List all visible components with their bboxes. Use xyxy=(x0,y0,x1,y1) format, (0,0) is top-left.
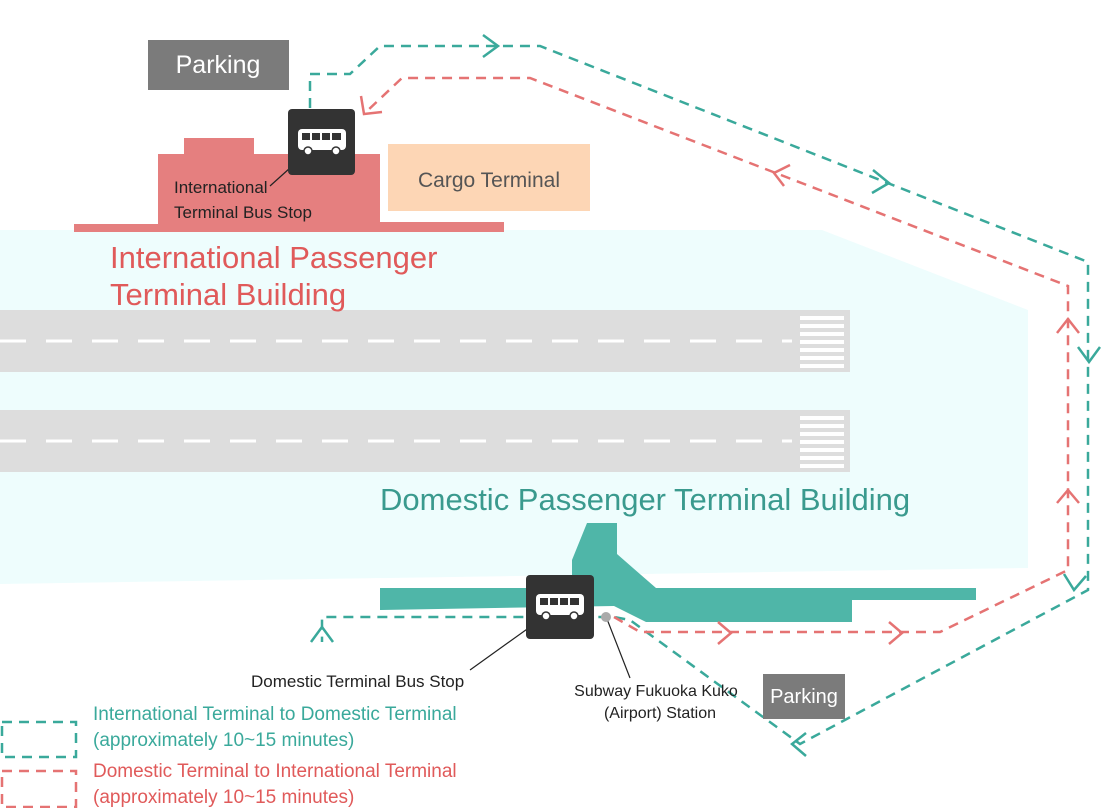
route-intl-to-domestic-arrow xyxy=(1062,573,1087,593)
legend-label-line2: (approximately 10~15 minutes) xyxy=(93,787,354,808)
domestic-bus-stop-sign[interactable] xyxy=(526,575,594,639)
legend: International Terminal to Domestic Termi… xyxy=(0,704,457,808)
route-intl-to-domestic-arrow xyxy=(871,169,892,195)
route-domestic-to-intl-arrow xyxy=(1056,488,1080,504)
bus-icon xyxy=(298,129,346,156)
route-intl-to-domestic-arrow xyxy=(309,624,335,643)
runway-lower xyxy=(0,410,850,472)
parking-bottom-label: Parking xyxy=(770,686,838,708)
route-domestic-to-intl-arrow xyxy=(888,621,904,645)
subway-station-leader xyxy=(606,618,631,679)
intl-bus-stop-label-line1: International xyxy=(174,178,268,197)
route-domestic-to-intl-arrow xyxy=(359,95,383,116)
route-intl-to-domestic-arrow xyxy=(790,732,807,757)
route-intl-to-domestic-arrow xyxy=(1076,346,1102,365)
legend-label-line1: International Terminal to Domestic Termi… xyxy=(93,704,457,725)
route-intl-to-domestic-arrow xyxy=(482,33,501,59)
subway-station-label-line2: (Airport) Station xyxy=(604,705,716,722)
station-dot-icon[interactable] xyxy=(601,612,611,622)
route-domestic-to-intl-arrow xyxy=(1056,316,1080,334)
domestic-bus-stop-label: Domestic Terminal Bus Stop xyxy=(251,672,464,691)
intl-bus-stop-label-line2: Terminal Bus Stop xyxy=(174,203,312,222)
domestic-building-title: Domestic Passenger Terminal Building xyxy=(380,482,910,517)
route-domestic-to-intl-arrow xyxy=(717,621,733,645)
legend-label-line1: Domestic Terminal to International Termi… xyxy=(93,761,457,782)
subway-station-label-line1: Subway Fukuoka Kuko xyxy=(574,683,738,700)
legend-label-line2: (approximately 10~15 minutes) xyxy=(93,730,354,751)
parking-bottom-block xyxy=(763,674,845,719)
route-domestic-to-intl-arrow xyxy=(772,163,791,187)
parking-top-block xyxy=(148,40,289,90)
cargo-terminal-block xyxy=(388,144,590,211)
intl-building-title-line2: Terminal Building xyxy=(110,277,346,312)
domestic-bus-stop-leader xyxy=(469,626,531,671)
parking-top-label: Parking xyxy=(176,51,261,79)
route-domestic-to-intl xyxy=(359,76,1080,645)
legend-item-domestic-to-intl: Domestic Terminal to International Termi… xyxy=(0,761,457,808)
intl-bus-stop-sign[interactable] xyxy=(288,109,355,175)
legend-item-intl-to-domestic: International Terminal to Domestic Termi… xyxy=(0,704,457,759)
runway-upper xyxy=(0,310,850,372)
intl-building-title-line1: International Passenger xyxy=(110,240,437,275)
bus-icon xyxy=(536,594,584,621)
international-terminal-building-shape xyxy=(74,138,504,232)
cargo-terminal-label: Cargo Terminal xyxy=(418,169,560,192)
